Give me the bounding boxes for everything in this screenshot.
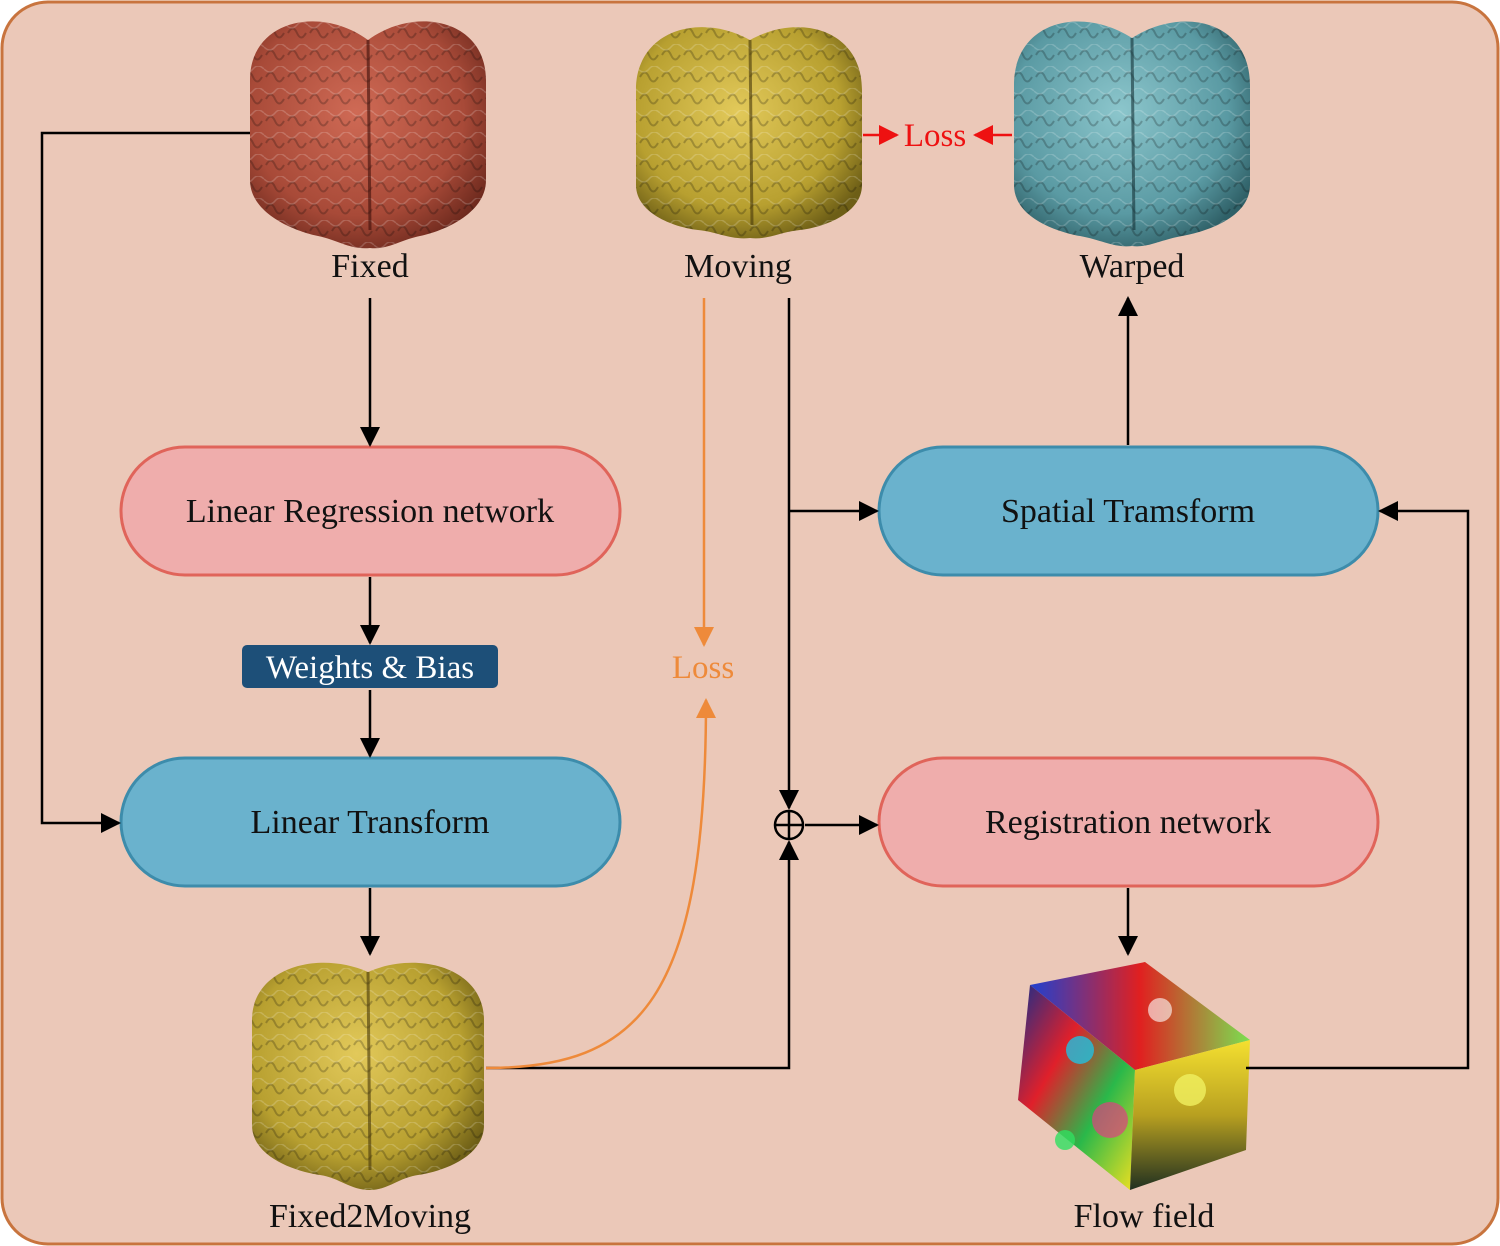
connectors [40, 131, 1470, 1070]
teal-brain-icon [1014, 21, 1250, 247]
linear-regression-box: Linear Regression network [119, 445, 622, 577]
weights-bias-badge: Weights & Bias [242, 645, 498, 688]
gold-brain-icon-fixed2moving [252, 962, 484, 1190]
fixed-label: Fixed [331, 248, 408, 285]
colored-cube-icon [1018, 962, 1250, 1190]
warped-label: Warped [1080, 248, 1185, 285]
flow-field-label: Flow field [1074, 1198, 1215, 1235]
sum-node [773, 809, 805, 841]
loss-orange-arrows [485, 298, 716, 1070]
arrow-flow-to-spatial [1246, 501, 1470, 1070]
fixed2moving-label: Fixed2Moving [269, 1198, 471, 1235]
spatial-transform-box: Spatial Tramsform [877, 445, 1380, 577]
registration-network-box: Registration network [877, 756, 1380, 888]
linear-transform-box: Linear Transform [119, 756, 622, 888]
arrow-fixed2moving-to-sum [486, 840, 799, 1070]
loss-middle-label: Loss [672, 650, 734, 686]
linear-transform-label: Linear Transform [251, 804, 490, 841]
weights-bias-label: Weights & Bias [266, 650, 474, 686]
moving-label: Moving [684, 248, 792, 285]
arrow-fixed-to-transform [40, 131, 250, 833]
arrow-fixed2moving-to-orange-loss [485, 698, 716, 1070]
registration-network-label: Registration network [985, 804, 1271, 841]
loss-top-label: Loss [904, 118, 966, 154]
spatial-transform-label: Spatial Tramsform [1001, 493, 1255, 530]
gold-brain-icon [636, 27, 862, 239]
red-brain-icon [250, 21, 486, 249]
linear-regression-label: Linear Regression network [186, 493, 554, 530]
